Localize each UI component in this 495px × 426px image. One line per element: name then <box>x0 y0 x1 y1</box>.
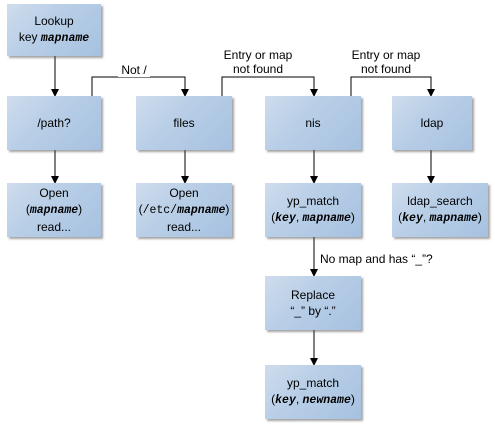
yp-match-1-var1: key <box>275 212 296 225</box>
nis-label: nis <box>305 116 321 130</box>
replace-line1: Replace <box>290 288 336 302</box>
open-files-line1: Open <box>169 186 199 200</box>
edge-path-to-files <box>91 76 189 97</box>
label-entry-line1: Entry or map <box>351 48 421 62</box>
yp-match-1-paren-open: ( <box>271 210 276 224</box>
lookup-var: mapname <box>40 32 90 45</box>
open-files-var: mapname <box>177 204 226 217</box>
node-yp-match-2: yp_match (key, newname) <box>265 365 361 419</box>
ldap-label: ldap <box>420 116 444 130</box>
open-files-paren-open: ( <box>138 202 143 216</box>
yp-match-2-line2: (key, newname) <box>271 391 355 409</box>
ldap-search-line1: ldap_search <box>407 194 473 208</box>
label-entry-not-found-2: Entry or map not found <box>346 48 426 76</box>
lookup-prefix: key <box>18 30 41 44</box>
yp-match-2-var2: newname <box>302 394 351 407</box>
yp-match-1-line1: yp_match <box>286 194 340 208</box>
ldap-search-paren-close: ) <box>477 210 482 224</box>
path-label: /path? <box>37 116 71 130</box>
edge-nis-to-ldap <box>350 76 435 97</box>
yp-match-2-line1: yp_match <box>286 376 340 390</box>
open-path-line1: Open <box>39 186 69 200</box>
ldap-search-paren-open: ( <box>398 210 403 224</box>
yp-match-2-var1: key <box>275 394 296 407</box>
yp-match-2-paren-close: ) <box>350 392 355 406</box>
open-path-var: mapname <box>29 204 79 217</box>
node-open-files: Open (/etc/mapname) read... <box>136 183 232 237</box>
open-path-paren-open: ( <box>25 202 30 216</box>
node-files: files <box>136 96 232 150</box>
lookup-line1: Lookup <box>34 14 74 28</box>
label-entry-line2: not found <box>232 62 284 76</box>
open-path-line2: (mapname) <box>26 201 82 219</box>
open-files-line3: read... <box>166 220 202 234</box>
replace-line2: “_” by “.” <box>290 304 336 318</box>
node-nis: nis <box>265 96 361 150</box>
yp-match-1-line2: (key, mapname) <box>271 209 355 227</box>
open-files-paren-close: ) <box>225 202 230 216</box>
node-lookup: Lookup key mapname <box>7 4 101 56</box>
node-ldap-search: ldap_search (key, mapname) <box>392 183 488 237</box>
files-label: files <box>173 116 195 130</box>
yp-match-2-sep: , <box>295 392 303 406</box>
yp-match-2-paren-open: ( <box>271 392 276 406</box>
open-path-paren-close: ) <box>78 202 83 216</box>
ldap-search-sep: , <box>422 210 430 224</box>
ldap-search-var1: key <box>402 212 423 225</box>
label-entry-not-found-1: Entry or map not found <box>218 48 298 76</box>
lookup-line2: key mapname <box>19 29 89 47</box>
edge-files-to-nis <box>221 76 318 97</box>
node-ldap: ldap <box>392 96 472 150</box>
ldap-search-var2: mapname <box>429 212 478 225</box>
label-entry-line1: Entry or map <box>223 48 293 62</box>
yp-match-1-var2: mapname <box>302 212 351 225</box>
open-path-line3: read... <box>36 220 72 234</box>
yp-match-1-sep: , <box>295 210 303 224</box>
label-entry-line2: not found <box>360 62 412 76</box>
open-files-line2: (/etc/mapname) <box>139 201 230 219</box>
node-yp-match-1: yp_match (key, mapname) <box>265 183 361 237</box>
open-files-path: /etc/ <box>142 204 178 217</box>
node-open-path: Open (mapname) read... <box>7 183 101 237</box>
ldap-search-line2: (key, mapname) <box>398 209 482 227</box>
yp-match-1-paren-close: ) <box>350 210 355 224</box>
label-not-slash: Not / <box>118 63 150 77</box>
label-no-map: No map and has “_”? <box>320 252 433 266</box>
node-replace: Replace “_” by “.” <box>265 276 361 330</box>
node-path: /path? <box>7 96 101 150</box>
